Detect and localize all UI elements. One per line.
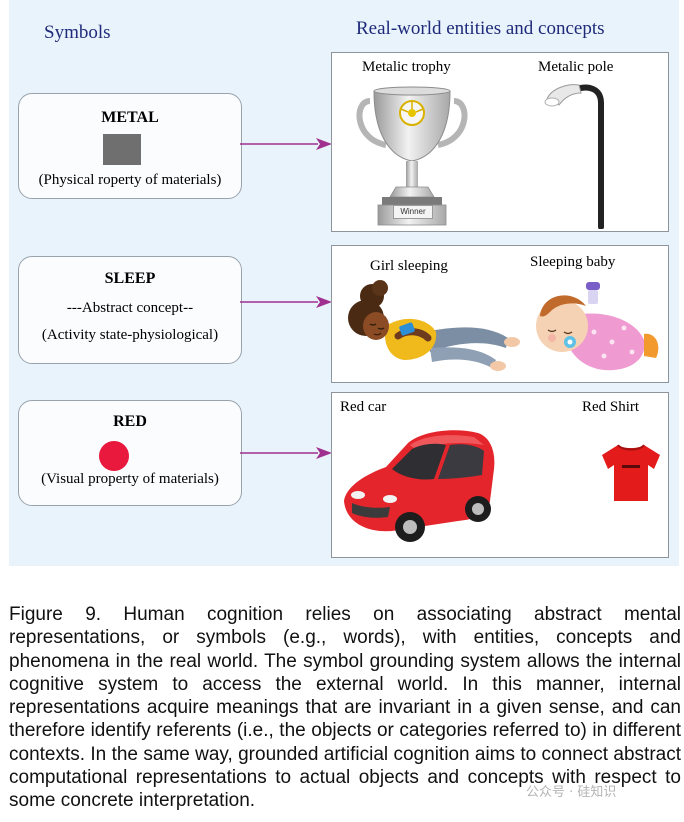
red-dot (99, 441, 129, 471)
red-car-illustration (344, 430, 495, 542)
girl-sleeping-illustration (348, 280, 520, 371)
label-metalic-trophy: Metalic trophy (362, 59, 451, 75)
figure-caption: Figure 9. Human cognition relies on asso… (9, 604, 681, 812)
pole-illustration (544, 84, 604, 229)
symbol-title-metal: METAL (101, 109, 159, 126)
symbol-box-red: RED (Visual property of materials) (18, 400, 242, 506)
real-world-header: Real-world entities and concepts (356, 18, 605, 39)
arrow-metal (240, 138, 332, 150)
label-girl-sleeping: Girl sleeping (370, 258, 448, 274)
trophy-plate: Winner (393, 205, 433, 219)
arrow-red (240, 447, 332, 459)
symbols-header: Symbols (44, 22, 111, 43)
symbol-desc-sleep-1: ---Abstract concept-- (66, 300, 194, 316)
symbol-box-metal: METAL (Physical roperty of materials) (18, 93, 242, 199)
label-sleeping-baby: Sleeping baby (530, 254, 616, 270)
symbol-desc-red: (Visual property of materials) (41, 471, 219, 487)
label-metalic-pole: Metalic pole (538, 59, 614, 75)
red-shirt-illustration (602, 444, 660, 501)
symbol-title-red: RED (113, 413, 147, 430)
label-red-shirt: Red Shirt (582, 399, 640, 415)
symbol-box-sleep: SLEEP ---Abstract concept-- (Activity st… (18, 256, 242, 364)
arrow-sleep (240, 296, 332, 308)
symbol-desc-metal: (Physical roperty of materials) (38, 172, 222, 188)
sleeping-baby-illustration (536, 282, 659, 371)
metal-swatch (103, 134, 141, 165)
symbol-title-sleep: SLEEP (104, 270, 156, 287)
label-red-car: Red car (340, 399, 387, 415)
entity-box-red: Red car Red Shirt (331, 392, 669, 558)
watermark-text: 公众号 · 硅知识 (526, 785, 617, 800)
entity-box-metal: Metalic trophy Metalic pole Winner (331, 52, 669, 232)
symbol-desc-sleep-2: (Activity state-physiological) (41, 327, 219, 343)
entity-box-sleep: Girl sleeping Sleeping baby (331, 245, 669, 383)
